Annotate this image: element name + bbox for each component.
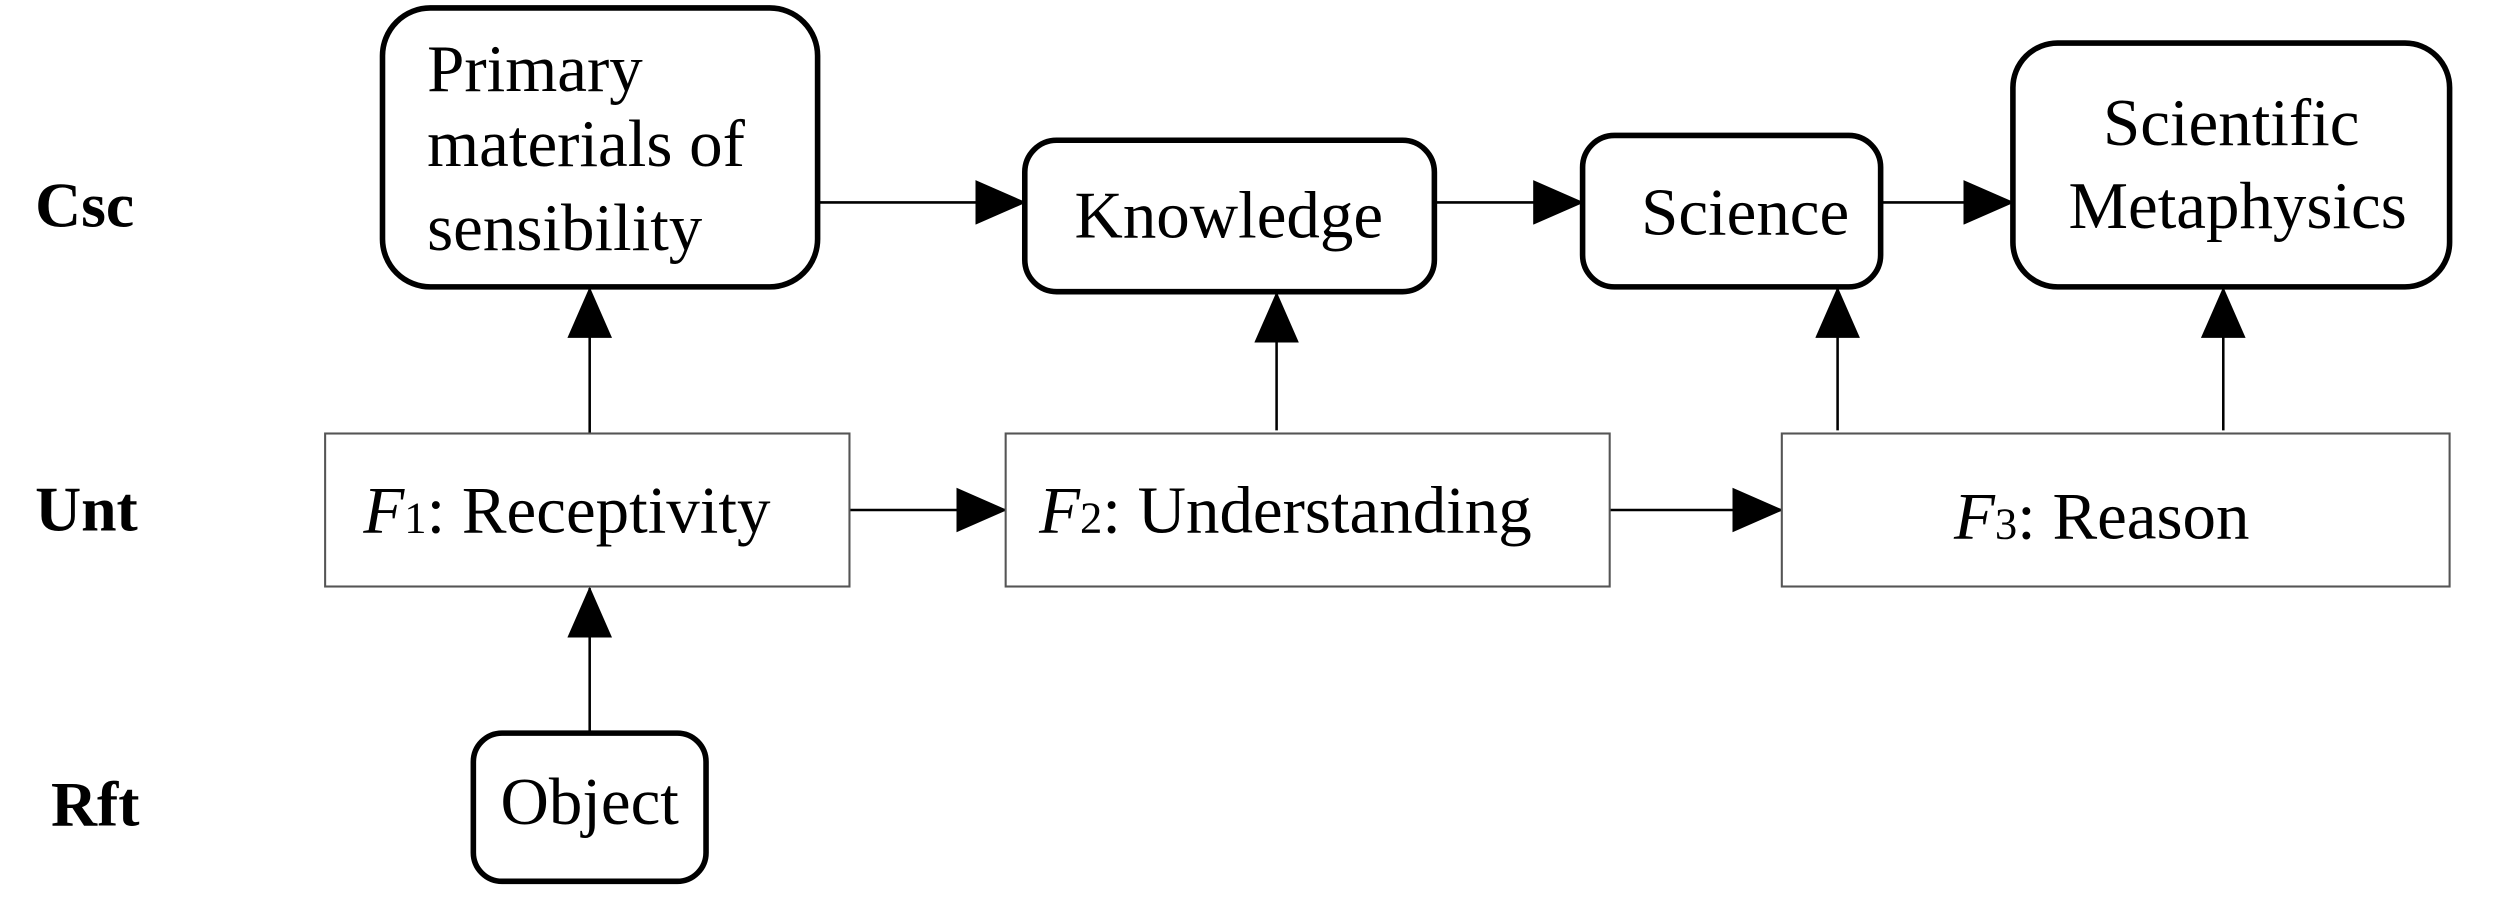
metaphysics-line-2: Metaphysics xyxy=(2068,169,2406,243)
metaphysics-line-1: Scientific xyxy=(2103,86,2359,160)
node-science: Science xyxy=(1579,132,1884,290)
f2-label: F2: Understanding xyxy=(1038,473,1532,547)
arrows xyxy=(567,180,2246,734)
node-f3-reason: F3: Reason xyxy=(1780,432,2451,588)
primary-line-1: Primary xyxy=(427,32,643,106)
primary-line-2: materials of xyxy=(427,107,745,181)
node-object: Object xyxy=(470,730,709,885)
node-f1-receptivity: F1: Receptivity xyxy=(324,432,851,588)
node-primary-materials: Primary materials of sensibility xyxy=(379,5,821,290)
primary-line-3: sensibility xyxy=(427,191,703,265)
f3-label: F3: Reason xyxy=(1953,480,2250,554)
object-label: Object xyxy=(500,765,679,839)
row-label-unt: Unt xyxy=(35,474,138,545)
node-f2-understanding: F2: Understanding xyxy=(1004,432,1611,588)
row-label-csc: Csc xyxy=(35,169,134,240)
f1-label: F1: Receptivity xyxy=(362,473,771,547)
node-scientific-metaphysics: Scientific Metaphysics xyxy=(2010,40,2453,290)
node-knowledge: Knowledge xyxy=(1021,137,1438,295)
row-label-rft: Rft xyxy=(51,769,140,840)
science-label: Science xyxy=(1641,175,1849,249)
knowledge-label: Knowledge xyxy=(1075,178,1384,252)
